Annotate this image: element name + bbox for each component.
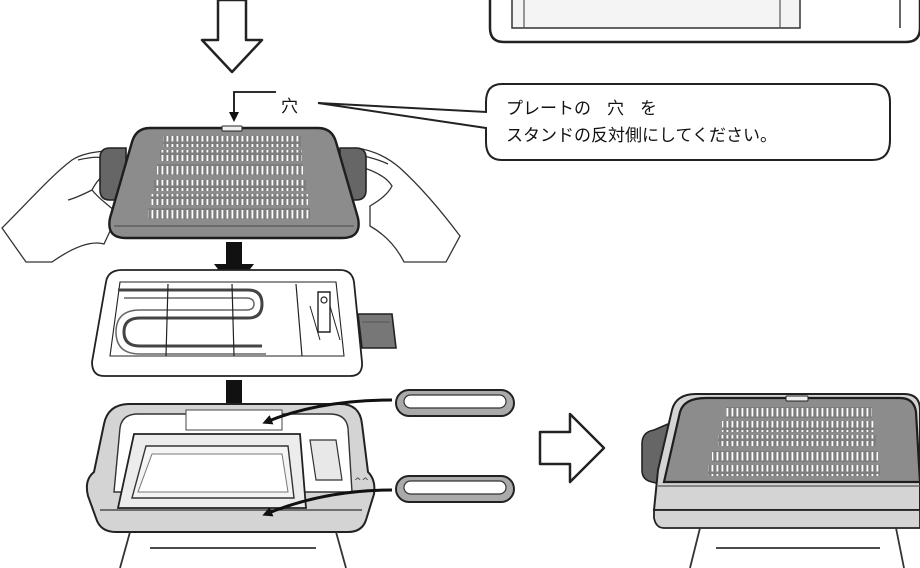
callout-particle-text: を [640, 99, 657, 119]
callout-line-1: プレートの穴を [506, 96, 777, 123]
hole-label: 穴 [281, 97, 298, 117]
curved-arrow-icon [262, 488, 393, 517]
previous-step-frame [488, 0, 920, 44]
hole-pointer-line [229, 91, 276, 122]
down-arrow-outline-icon [200, 0, 264, 74]
callout-text: プレートの穴を スタンドの反対側にしてください。 [506, 96, 777, 150]
stand-piece-bottom [395, 475, 515, 503]
right-hand [355, 147, 461, 263]
right-arrow-outline-icon [538, 412, 606, 484]
curved-arrow-icon [262, 398, 393, 425]
callout-plate-text: プレートの [506, 99, 591, 119]
callout-hole-text: 穴 [607, 99, 624, 119]
heater-rack [91, 269, 397, 377]
stand-piece-top [395, 389, 515, 417]
callout-bubble [317, 83, 891, 161]
assembled-grill [641, 393, 920, 568]
down-arrow-solid-icon [214, 242, 254, 290]
callout-line-2: スタンドの反対側にしてください。 [506, 126, 777, 146]
grill-plate [99, 125, 367, 240]
svg-text:^^: ^^ [354, 477, 369, 487]
grill-base: ^^ [85, 403, 376, 568]
